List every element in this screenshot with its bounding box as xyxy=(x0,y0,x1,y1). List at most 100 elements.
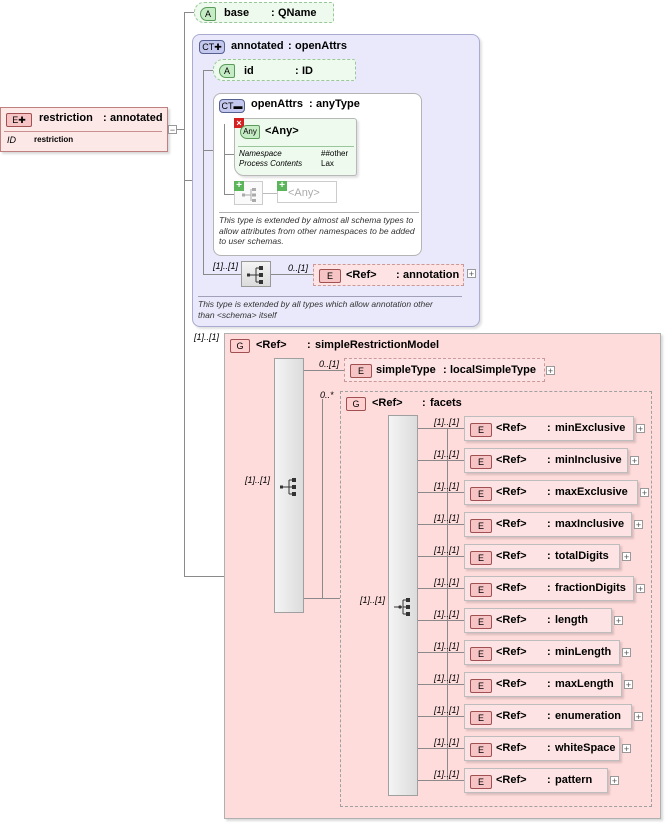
simpletype-element[interactable]: E simpleType : localSimpleType xyxy=(344,358,545,382)
connector xyxy=(203,150,213,151)
annotated-note: This type is extended by all types which… xyxy=(198,299,433,320)
element-ref: <Ref> xyxy=(496,518,527,530)
element-name: maxExclusive xyxy=(555,486,628,498)
facet-element-minexclusive[interactable]: E<Ref>:minExclusive xyxy=(464,416,634,441)
facet-element-maxexclusive[interactable]: E<Ref>:maxExclusive xyxy=(464,480,638,505)
facet-cardinality: [1]..[1] xyxy=(434,449,460,459)
facet-cardinality: [1]..[1] xyxy=(434,673,460,683)
facet-element-enumeration[interactable]: E<Ref>:enumeration xyxy=(464,704,632,729)
complex-type-name: openAttrs xyxy=(251,98,303,110)
add-icon: + xyxy=(277,181,287,191)
facet-element-mininclusive[interactable]: E<Ref>:minInclusive xyxy=(464,448,628,473)
facet-element-length[interactable]: E<Ref>:length xyxy=(464,608,612,633)
annotation-cardinality: 0..[1] xyxy=(288,263,309,273)
sequence-tree-icon xyxy=(242,188,256,202)
expand-icon[interactable]: + xyxy=(622,744,631,754)
element-badge: E xyxy=(470,647,492,661)
element-name: annotation xyxy=(403,269,460,281)
namespace-label: Namespace xyxy=(239,149,282,158)
choice-tree-icon xyxy=(394,598,410,616)
attribute-name: id xyxy=(244,65,254,77)
id-attribute[interactable]: A id : ID xyxy=(213,59,356,81)
element-ref: <Ref> xyxy=(496,710,527,722)
element-name: restriction xyxy=(39,112,93,124)
complex-type-base: anyType xyxy=(316,98,360,110)
facet-cardinality: [1]..[1] xyxy=(434,481,460,491)
openattrs-complex-type[interactable]: CT▬ openAttrs : anyType × Any <Any> Name… xyxy=(213,93,422,256)
facet-element-pattern[interactable]: E<Ref>:pattern xyxy=(464,768,608,793)
complex-type-name: annotated xyxy=(231,40,284,52)
facet-cardinality: [1]..[1] xyxy=(434,641,460,651)
element-badge: E xyxy=(470,487,492,501)
connector xyxy=(184,12,185,576)
sequence-cardinality: [1]..[1] xyxy=(213,261,239,271)
group-name: simpleRestrictionModel xyxy=(315,339,440,351)
element-ref: <Ref> xyxy=(496,614,527,626)
expand-icon[interactable]: + xyxy=(622,552,631,562)
element-type: localSimpleType xyxy=(450,364,536,376)
element-badge: E xyxy=(470,679,492,693)
facet-element-whitespace[interactable]: E<Ref>:whiteSpace xyxy=(464,736,620,761)
complex-type-base: openAttrs xyxy=(295,40,347,52)
facet-element-minlength[interactable]: E<Ref>:minLength xyxy=(464,640,620,665)
annotated-complex-type[interactable]: CT✚ annotated : openAttrs A id : ID CT▬ … xyxy=(192,34,480,327)
expand-icon[interactable]: + xyxy=(636,424,645,434)
facet-element-maxinclusive[interactable]: E<Ref>:maxInclusive xyxy=(464,512,632,537)
attribute-type: ID xyxy=(302,65,313,77)
element-ref: <Ref> xyxy=(496,742,527,754)
element-name: minExclusive xyxy=(555,422,626,434)
restriction-element[interactable]: E✚ restriction : annotated ID restrictio… xyxy=(0,107,168,152)
element-name: minLength xyxy=(555,646,612,658)
element-type: annotated xyxy=(110,112,163,124)
element-badge: E xyxy=(470,583,492,597)
choice-cardinality: [1]..[1] xyxy=(360,595,386,605)
connector xyxy=(418,620,464,621)
attribute-type: QName xyxy=(278,7,317,19)
element-badge: E xyxy=(470,455,492,469)
element-ref: <Ref> xyxy=(496,582,527,594)
connector xyxy=(224,124,225,194)
group-ref: <Ref> xyxy=(372,397,403,409)
facet-cardinality: [1]..[1] xyxy=(434,513,460,523)
model-sequence-compositor[interactable] xyxy=(274,358,304,613)
expand-icon[interactable]: + xyxy=(546,366,555,376)
any-attribute[interactable]: × Any <Any> Namespace ##other Process Co… xyxy=(234,118,357,176)
facet-cardinality: [1]..[1] xyxy=(434,609,460,619)
element-name: maxLength xyxy=(555,678,614,690)
element-ref: <Ref> xyxy=(346,269,377,281)
element-name: pattern xyxy=(555,774,593,786)
expand-icon[interactable]: + xyxy=(634,520,643,530)
element-name: length xyxy=(555,614,588,626)
complex-type-badge: CT▬ xyxy=(219,99,245,113)
facet-element-fractiondigits[interactable]: E<Ref>:fractionDigits xyxy=(464,576,634,601)
group-name: facets xyxy=(430,397,462,409)
error-icon: × xyxy=(234,118,244,128)
facets-choice-compositor[interactable] xyxy=(388,415,418,796)
collapse-icon[interactable]: − xyxy=(168,125,177,135)
add-icon: + xyxy=(234,181,244,191)
expand-icon[interactable]: + xyxy=(624,680,633,690)
expand-icon[interactable]: + xyxy=(467,269,476,279)
facet-element-maxlength[interactable]: E<Ref>:maxLength xyxy=(464,672,622,697)
any-element[interactable]: + <Any> xyxy=(277,181,337,203)
element-badge: E xyxy=(470,775,492,789)
facet-element-totaldigits[interactable]: E<Ref>:totalDigits xyxy=(464,544,620,569)
expand-icon[interactable]: + xyxy=(634,712,643,722)
process-contents-value: Lax xyxy=(321,159,334,168)
element-name: maxInclusive xyxy=(555,518,625,530)
connector xyxy=(418,716,464,717)
base-attribute[interactable]: A base : QName xyxy=(194,2,334,23)
namespace-value: ##other xyxy=(321,149,349,158)
any-badge: Any xyxy=(240,125,260,139)
expand-icon[interactable]: + xyxy=(640,488,649,498)
facet-cardinality: [1]..[1] xyxy=(434,417,460,427)
expand-icon[interactable]: + xyxy=(614,616,623,626)
expand-icon[interactable]: + xyxy=(636,584,645,594)
connector xyxy=(418,428,464,429)
sequence-compositor[interactable] xyxy=(241,261,271,287)
sequence-icon[interactable]: + xyxy=(234,181,263,205)
expand-icon[interactable]: + xyxy=(610,776,619,786)
annotation-element[interactable]: E <Ref> : annotation xyxy=(313,264,464,286)
expand-icon[interactable]: + xyxy=(622,648,631,658)
expand-icon[interactable]: + xyxy=(630,456,639,466)
